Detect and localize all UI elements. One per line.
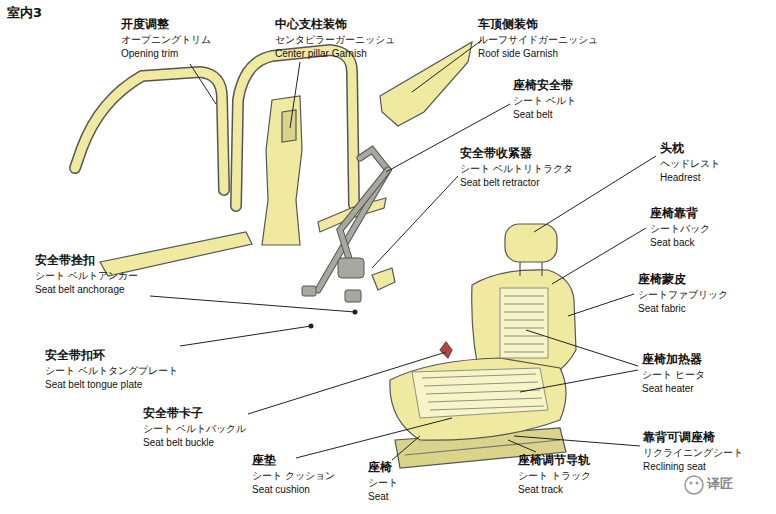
part-name-en: Seat belt — [513, 109, 552, 121]
part-name-cn: 安全带拴扣 — [35, 253, 95, 267]
part-name-en: Seat cushion — [252, 484, 310, 496]
part-name-en: Seat belt buckle — [143, 437, 214, 449]
leader-lines — [150, 40, 656, 460]
part-name-cn: 靠背可调座椅 — [643, 430, 715, 444]
part-name-jp: シートファブリック — [638, 289, 728, 301]
part-name-cn: 安全带卡子 — [143, 406, 203, 420]
part-name-jp: シート ベルト — [513, 95, 576, 107]
trim-panels — [100, 42, 472, 290]
part-name-en: Seat heater — [642, 383, 694, 395]
part-name-en: Seat belt tongue plate — [45, 379, 142, 391]
part-name-cn: 座椅安全带 — [513, 78, 573, 92]
part-name-en: Roof side Garnish — [478, 48, 558, 60]
part-name-cn: 安全带收紧器 — [460, 146, 532, 160]
part-name-en: Center pillar Garnish — [275, 48, 367, 60]
part-name-jp: シートバック — [650, 223, 710, 235]
part-name-jp: シート — [368, 477, 398, 489]
part-name-en: Seat back — [650, 237, 694, 249]
leader-dots — [309, 310, 358, 329]
part-name-jp: シート クッション — [252, 470, 335, 482]
part-name-cn: 头枕 — [660, 141, 684, 155]
part-name-cn: 座椅 — [368, 460, 392, 474]
part-name-jp: ルーフサイドガーニッシュ — [478, 34, 598, 46]
part-name-en: Seat — [368, 491, 389, 503]
trim-parts — [75, 50, 354, 206]
part-name-cn: 中心支柱装饰 — [275, 17, 347, 31]
part-name-jp: リクライニングシート — [643, 447, 743, 459]
seat-belt — [302, 150, 388, 302]
part-name-cn: 座椅蒙皮 — [638, 272, 686, 286]
part-name-jp: シート ベルトアンカー — [35, 270, 138, 282]
part-name-en: Seat track — [518, 484, 563, 496]
part-name-en: Seat fabric — [638, 303, 686, 315]
part-name-cn: 开度调整 — [121, 17, 169, 31]
part-name-en: Seat belt anchorage — [35, 284, 125, 296]
part-name-jp: オープニングトリム — [121, 34, 211, 46]
part-name-jp: シート ベルトリトラクタ — [460, 163, 573, 175]
seat-heater — [412, 288, 548, 418]
part-name-cn: 座椅调节导轨 — [518, 453, 590, 467]
part-name-en: Headrest — [660, 172, 701, 184]
part-name-cn: 安全带扣环 — [45, 348, 105, 362]
page-title: 室内3 — [7, 4, 42, 22]
seat — [390, 224, 576, 468]
part-name-en: Opening trim — [121, 48, 178, 60]
part-name-en: Reclining seat — [643, 461, 706, 473]
part-name-jp: シート ヒータ — [642, 369, 705, 381]
part-name-jp: ヘッドレスト — [660, 158, 720, 170]
part-name-jp: シート ベルトバックル — [143, 423, 246, 435]
part-name-cn: 座椅靠背 — [650, 206, 698, 220]
part-name-cn: 座椅加热器 — [642, 352, 702, 366]
watermark-icon — [685, 476, 703, 494]
part-name-en: Seat belt retractor — [460, 177, 539, 189]
watermark: 译匠 — [707, 476, 733, 492]
part-name-jp: シート トラック — [518, 470, 591, 482]
part-name-cn: 车顶侧装饰 — [478, 17, 538, 31]
part-name-cn: 座垫 — [252, 453, 276, 467]
part-name-jp: センタピラーガーニッシュ — [275, 34, 395, 46]
part-name-jp: シート ベルトタングプレート — [45, 365, 178, 377]
